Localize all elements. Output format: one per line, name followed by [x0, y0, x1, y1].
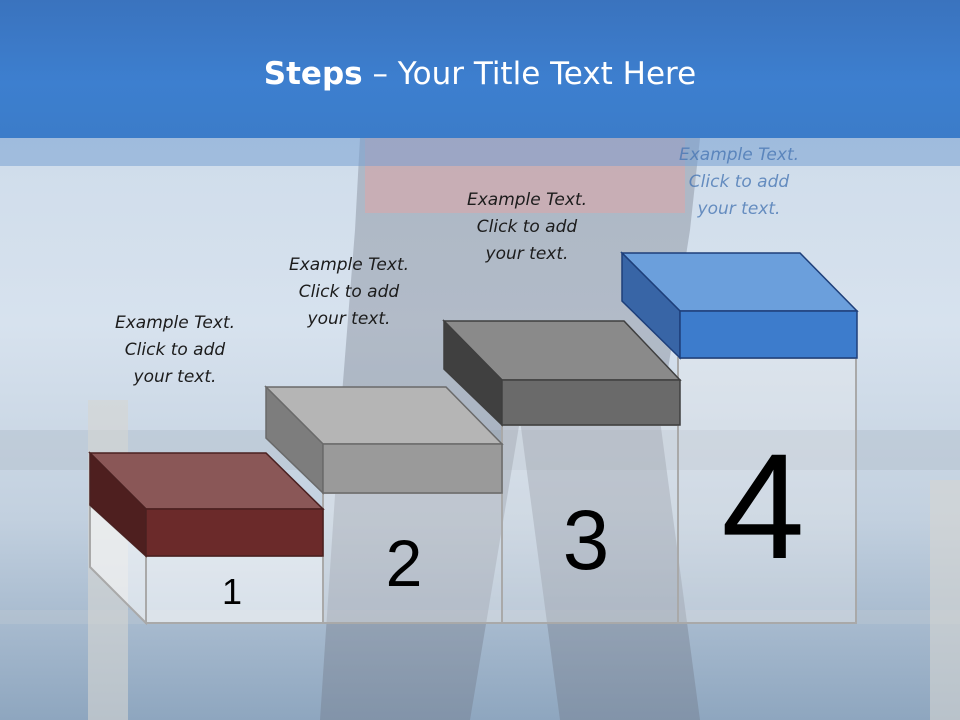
step-caption-4[interactable]: Example Text. Click to add your text. [654, 142, 824, 223]
caption-line: Click to add [298, 282, 400, 302]
step-block-1[interactable] [88, 451, 325, 558]
caption-line: Example Text. [678, 145, 800, 165]
step-number-4: 4 [721, 422, 804, 590]
step-number-2: 2 [386, 526, 423, 600]
staircase-frame [89, 357, 857, 626]
title-bar-strip [0, 138, 960, 166]
caption-line: Click to add [476, 217, 578, 237]
step-caption-1[interactable]: Example Text. Click to add your text. [90, 310, 260, 391]
caption-line: your text. [133, 367, 217, 387]
caption-line: your text. [697, 199, 781, 219]
caption-line: your text. [307, 309, 391, 329]
caption-line: Example Text. [466, 190, 588, 210]
step-block-4[interactable] [620, 251, 859, 360]
caption-line: Example Text. [288, 255, 410, 275]
step-block-3[interactable] [442, 319, 682, 427]
step-number-3: 3 [563, 493, 610, 587]
title-bold: Steps [263, 56, 363, 92]
title-rest: – Your Title Text Here [362, 56, 697, 92]
step-block-2[interactable] [264, 385, 504, 495]
slide-title[interactable]: Steps – Your Title Text Here [0, 56, 960, 92]
caption-line: your text. [485, 244, 569, 264]
step-caption-3[interactable]: Example Text. Click to add your text. [442, 187, 612, 268]
step-caption-2[interactable]: Example Text. Click to add your text. [264, 252, 434, 333]
step-number-1: 1 [222, 571, 242, 612]
caption-line: Example Text. [114, 313, 236, 333]
caption-line: Click to add [688, 172, 790, 192]
title-bar [0, 0, 960, 138]
caption-line: Click to add [124, 340, 226, 360]
